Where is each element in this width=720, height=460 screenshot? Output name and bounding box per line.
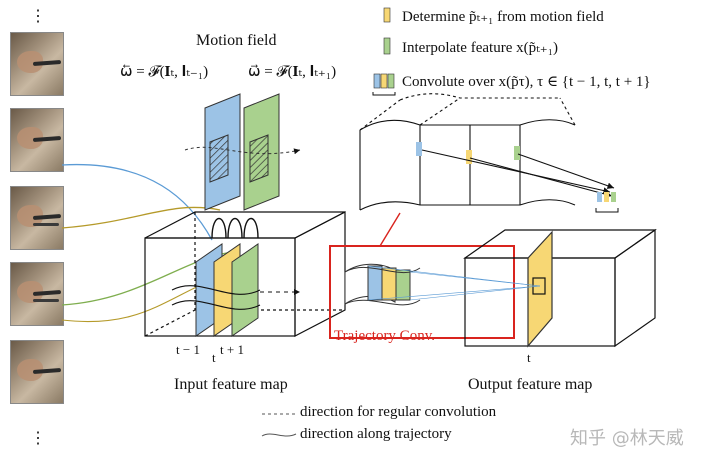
trajectory-dir-line <box>261 433 297 437</box>
frame-curve <box>61 206 221 229</box>
label-t-minus-1: t − 1 <box>176 342 200 357</box>
projection-lines <box>367 265 541 301</box>
mini-filter-icons <box>595 192 619 213</box>
legend-interpolate: Interpolate feature x(p̃ₜ₊₁) <box>402 40 558 56</box>
legend-convolute: Convolute over x(p̃τ), τ ∈ {t − 1, t, t … <box>402 74 651 90</box>
video-frame <box>10 32 64 96</box>
video-frame <box>10 340 64 404</box>
label-t-plus-1: t + 1 <box>220 342 244 357</box>
input-slices <box>171 218 300 337</box>
output-t-label: t <box>527 350 531 365</box>
legend-icons <box>372 7 396 96</box>
bottom-ellipsis: ⋮ <box>30 430 46 447</box>
motion-field-planes <box>184 93 301 211</box>
output-feature-map-label: Output feature map <box>468 376 593 393</box>
input-feature-map-label: Input feature map <box>174 376 288 393</box>
watermark: 知乎 @林天威 <box>570 428 684 449</box>
label-t: t <box>212 350 216 365</box>
trajectory-conv-filter <box>344 263 421 306</box>
regular-dir-text: direction for regular convolution <box>300 404 497 420</box>
trajectory-tube <box>359 93 615 211</box>
output-feature-map-cube <box>463 228 657 348</box>
motion-field-title: Motion field <box>196 32 277 49</box>
trajectory-dir-text: direction along trajectory <box>300 426 452 442</box>
trajectory-conv-box <box>329 245 515 339</box>
legend-determine: Determine p̃ₜ₊₁ from motion field <box>402 9 604 25</box>
video-frame <box>10 262 64 326</box>
video-frame <box>10 108 64 172</box>
forward-motion-equation: ω⃗ = 𝓕(𝐈ₜ, 𝐈ₜ₊₁) <box>248 64 337 80</box>
trajectory-conv-label: Trajectory Conv. <box>334 328 435 344</box>
frame-curve <box>61 163 213 241</box>
video-frame <box>10 186 64 250</box>
red-connector <box>379 212 401 247</box>
backward-motion-equation: ω⃖ = 𝓕(𝐈ₜ, 𝐈ₜ₋₁) <box>120 64 209 80</box>
top-ellipsis: ⋮ <box>30 8 46 25</box>
